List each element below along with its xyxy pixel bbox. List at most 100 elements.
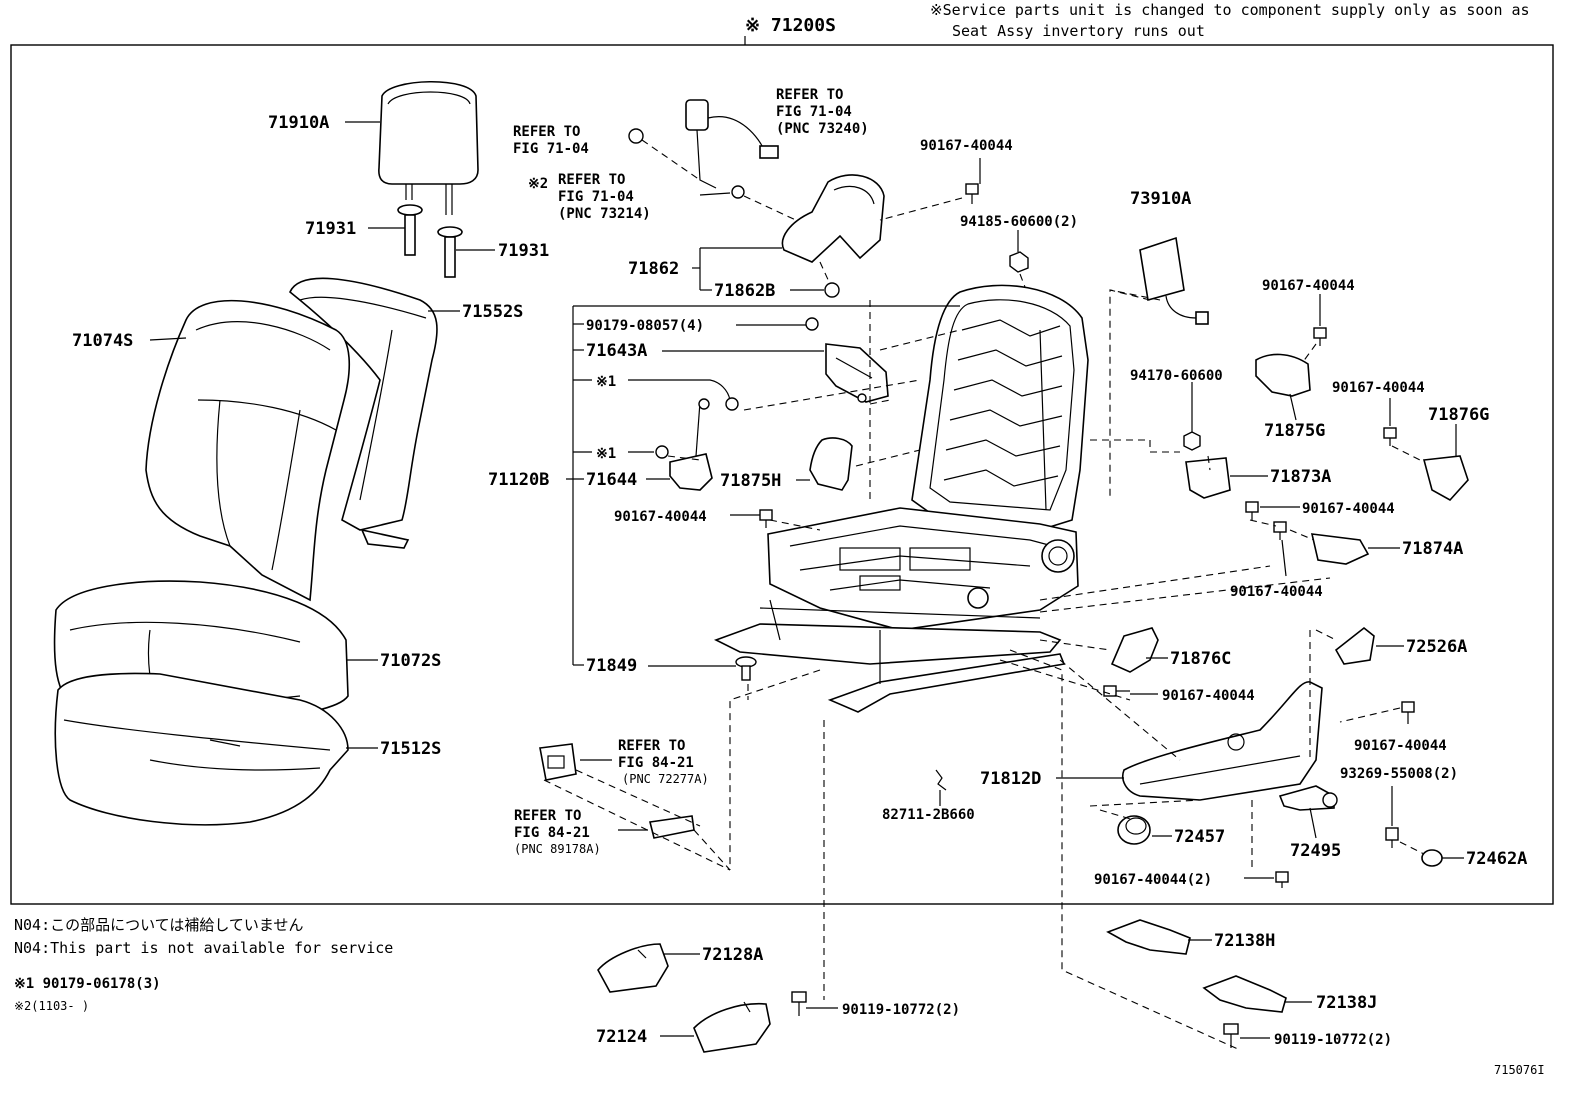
label-72128A: 72128A xyxy=(702,945,763,965)
bolt-90179 xyxy=(805,317,819,331)
label-mark1-a: ※1 xyxy=(596,374,616,390)
cover-72124 xyxy=(693,1001,771,1053)
nut-94170 xyxy=(1183,431,1201,451)
bolt-right-2 xyxy=(1383,427,1397,446)
label-94185-60600: 94185-60600(2) xyxy=(960,214,1078,230)
label-72495: 72495 xyxy=(1290,841,1341,861)
footnote-mark1: ※1 90179-06178(3) xyxy=(14,976,161,992)
bolt-right-5 xyxy=(1401,701,1415,724)
ref-71-04-c-mark: ※2 xyxy=(528,176,548,192)
knob-72526A xyxy=(1334,626,1375,665)
headrest-support-left xyxy=(397,204,423,256)
label-72124: 72124 xyxy=(596,1027,647,1047)
figure-id: 715076I xyxy=(1494,1063,1545,1077)
label-71875G: 71875G xyxy=(1264,421,1325,441)
label-72138J: 72138J xyxy=(1316,993,1377,1013)
ref-71-04-a-line3: (PNC 73240) xyxy=(776,121,869,137)
screw-93269 xyxy=(1385,827,1399,848)
cover-71876G xyxy=(1422,455,1469,502)
ref-71-04-a-line1: REFER TO xyxy=(776,87,843,103)
footnote-mark2: ※2(1103- ) xyxy=(14,999,89,1013)
label-72526A: 72526A xyxy=(1406,637,1467,657)
label-71931-right: 71931 xyxy=(498,241,549,261)
label-72462A: 72462A xyxy=(1466,849,1527,869)
label-72138H: 72138H xyxy=(1214,931,1275,951)
bolt-bottom-right xyxy=(1275,871,1289,888)
cover-72138J xyxy=(1202,975,1287,1013)
clip-mark1-b xyxy=(655,445,669,459)
cover-71875H xyxy=(809,437,853,491)
label-71072S: 71072S xyxy=(380,651,441,671)
label-82711-2B660: 82711-2B660 xyxy=(882,807,975,823)
bolt-top xyxy=(965,183,979,204)
label-93269-55008: 93269-55008(2) xyxy=(1340,766,1458,782)
footnote-n04-en: N04:This part is not available for servi… xyxy=(14,939,393,957)
label-71931-left: 71931 xyxy=(305,219,356,239)
ref-71-04-b-line1: REFER TO xyxy=(513,124,580,140)
label-90119-10772-a: 90119-10772(2) xyxy=(842,1002,960,1018)
shield-cap xyxy=(824,282,840,298)
ref-84-21-b-line3: (PNC 89178A) xyxy=(514,842,601,856)
cover-72128A xyxy=(597,943,669,993)
label-90119-10772-b: 90119-10772(2) xyxy=(1274,1032,1392,1048)
bolt-71875H xyxy=(759,509,773,528)
ref-84-21-b-line1: REFER TO xyxy=(514,808,581,824)
label-71074S: 71074S xyxy=(72,331,133,351)
label-90167-40044-top: 90167-40044 xyxy=(920,138,1013,154)
lever-72495 xyxy=(1278,785,1338,811)
label-71910A: 71910A xyxy=(268,113,329,133)
ref-71-04-a-line2: FIG 71-04 xyxy=(776,104,852,120)
label-71875H: 71875H xyxy=(720,471,781,491)
label-71812D: 71812D xyxy=(980,769,1041,789)
ref-84-21-a-line2: FIG 84-21 xyxy=(618,755,694,771)
ref-71-04-b-line2: FIG 71-04 xyxy=(513,141,589,157)
service-note-line2: Seat Assy invertory runs out xyxy=(952,22,1205,40)
headrest-support-right xyxy=(437,226,463,278)
shield-71812D xyxy=(1122,681,1323,801)
label-90167-40044-i: 90167-40044(2) xyxy=(1094,872,1212,888)
bolt-90119-a xyxy=(791,991,807,1016)
assembly-label: ※ 71200S xyxy=(745,15,836,36)
label-90167-40044-e: 90167-40044 xyxy=(1302,501,1395,517)
label-71876G: 71876G xyxy=(1428,405,1489,425)
seat-cushion-pad-71512S xyxy=(54,672,349,826)
label-71874A: 71874A xyxy=(1402,539,1463,559)
diagram-frame xyxy=(10,44,1554,905)
cover-72138H xyxy=(1106,919,1191,955)
bolt-right-3 xyxy=(1245,501,1259,520)
label-71120B: 71120B xyxy=(488,470,549,490)
cover-71874A xyxy=(1310,533,1370,565)
belt-anchor-nut xyxy=(628,128,644,144)
ref-71-04-c-line3: (PNC 73214) xyxy=(558,206,651,222)
belt-buckle xyxy=(685,99,779,189)
label-90167-40044-h: 90167-40044 xyxy=(1354,738,1447,754)
side-shield-71862 xyxy=(781,174,885,263)
label-71849: 71849 xyxy=(586,656,637,676)
label-71643A: 71643A xyxy=(586,341,647,361)
label-90167-40044-a: 90167-40044 xyxy=(614,509,707,525)
ref-84-21-b-line2: FIG 84-21 xyxy=(514,825,590,841)
airbag-73910A xyxy=(1139,236,1209,325)
label-mark1-b: ※1 xyxy=(596,446,616,462)
belt-anchor-washer xyxy=(731,185,745,199)
label-71862B: 71862B xyxy=(714,281,775,301)
seatback-cover-71074S xyxy=(145,299,351,602)
clip-71849 xyxy=(735,656,757,681)
label-94170-60600: 94170-60600 xyxy=(1130,368,1223,384)
ref-84-21-a-line1: REFER TO xyxy=(618,738,685,754)
label-71873A: 71873A xyxy=(1270,467,1331,487)
service-note-line1: ※Service parts unit is changed to compon… xyxy=(930,1,1530,19)
footnote-n04-ja: N04:この部品については補給していません xyxy=(14,916,303,934)
clip-mark1-a xyxy=(725,397,739,411)
label-90179-08057: 90179-08057(4) xyxy=(586,318,704,334)
ref-84-21-a-line3: (PNC 72277A) xyxy=(622,772,709,786)
bolt-right-1 xyxy=(1313,327,1327,346)
seatback-pad-71552S xyxy=(289,277,438,549)
nut-94185 xyxy=(1009,251,1029,273)
cover-71875G xyxy=(1255,353,1311,397)
ref-71-04-c-line1: REFER TO xyxy=(558,172,625,188)
bolt-90119-b xyxy=(1223,1023,1239,1048)
label-90167-40044-g: 90167-40044 xyxy=(1162,688,1255,704)
cap-72462A xyxy=(1421,849,1443,867)
connector-ref-84-21-a xyxy=(539,743,577,781)
